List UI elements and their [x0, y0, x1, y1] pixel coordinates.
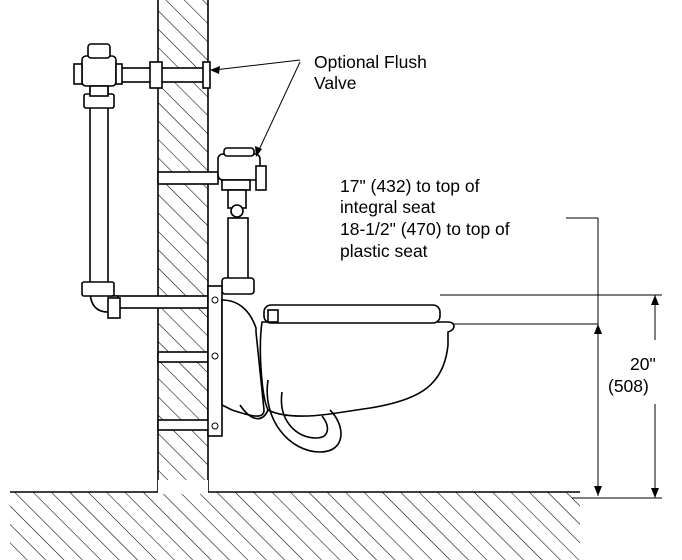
- flush-valve-label-line1: Optional Flush: [314, 52, 427, 72]
- floor: [10, 480, 580, 560]
- seat-height-label-line1: 17" (432) to top of: [340, 176, 480, 196]
- rim-height-label-inches: 20": [630, 354, 656, 374]
- rim-height-label-mm: (508): [608, 376, 649, 396]
- seat-height-dimension: [452, 217, 602, 496]
- flush-valve-body: [217, 147, 267, 295]
- supply-riser: [73, 43, 123, 319]
- toilet-bowl: [207, 285, 455, 453]
- flush-valve-label-line2: Valve: [314, 73, 357, 93]
- carrier-bolts: [211, 296, 219, 430]
- flush-valve-leader-lines: [210, 59, 301, 157]
- seat-height-label-line2: integral seat: [340, 197, 436, 217]
- seat-height-label-line4: plastic seat: [340, 241, 428, 261]
- seat-height-label-line3: 18-1/2" (470) to top of: [340, 219, 510, 239]
- rim-height-dimension: [440, 294, 662, 499]
